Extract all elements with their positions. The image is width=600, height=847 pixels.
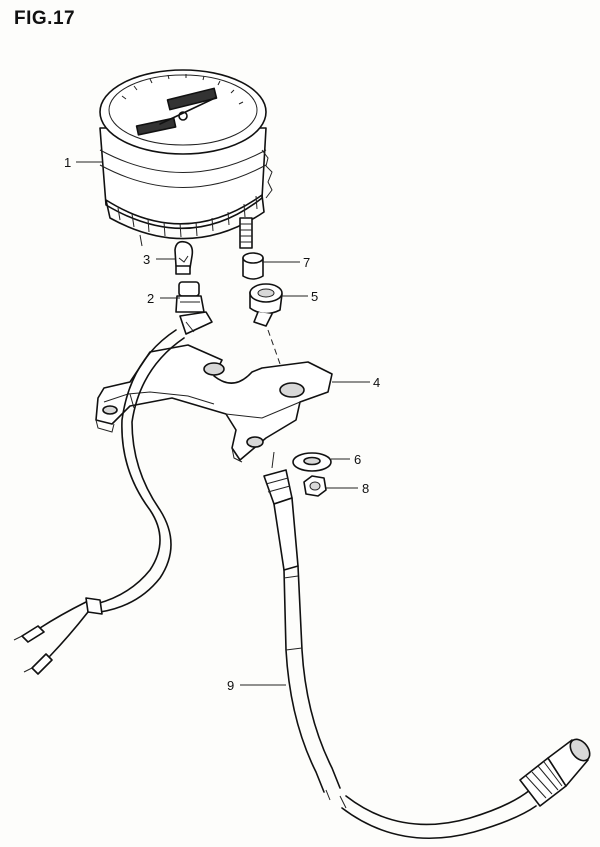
gearbox-grommet — [249, 283, 283, 327]
speedometer-assembly — [99, 69, 273, 249]
callout-6: 6 — [354, 452, 361, 467]
callout-5: 5 — [311, 289, 318, 304]
washer — [292, 452, 332, 472]
callout-2: 2 — [147, 291, 154, 306]
meter-bracket — [95, 344, 333, 463]
callout-7: 7 — [303, 255, 310, 270]
callout-1: 1 — [64, 155, 71, 170]
bulb — [174, 240, 194, 275]
callout-4: 4 — [373, 375, 380, 390]
callout-9: 9 — [227, 678, 234, 693]
wire-harness — [13, 329, 185, 675]
figure-title: FIG.17 — [14, 8, 76, 29]
callout-8: 8 — [362, 481, 369, 496]
callout-numbers: 1 2 3 4 5 6 7 8 9 — [64, 155, 380, 693]
leader-lines — [76, 161, 370, 686]
bulb-socket — [175, 281, 213, 335]
speedometer-cable — [263, 451, 591, 840]
collar — [242, 252, 264, 280]
nut — [303, 475, 327, 497]
callout-3: 3 — [143, 252, 150, 267]
